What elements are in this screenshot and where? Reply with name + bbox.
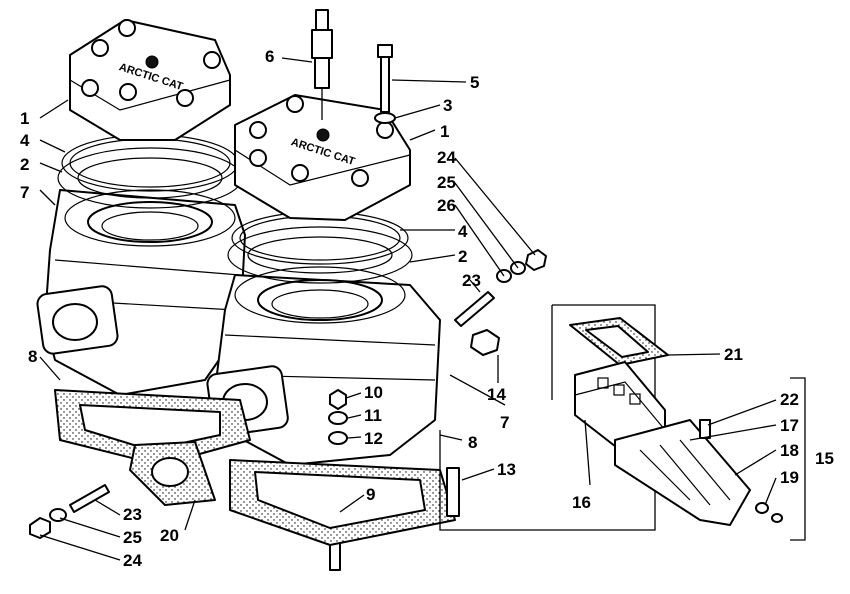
callout-17: 17 [780,416,799,435]
callout-7-left: 7 [20,183,29,202]
callout-1-left-head: 1 [20,109,29,128]
callout-4-right: 4 [458,222,468,241]
nut-14 [470,329,500,356]
callout-21: 21 [724,345,743,364]
callout-4-left: 4 [20,131,30,150]
callout-20: 20 [160,526,179,545]
callout-23-lower: 23 [123,505,142,524]
callout-2-right: 2 [458,247,467,266]
nut-washer-stack-middle [328,389,348,445]
callout-25-lower: 25 [123,528,142,547]
reed-washer-screw [755,502,783,523]
cylinder-head-right [234,94,411,221]
reed-gasket [569,317,669,366]
nut-washer-set-upper [496,249,547,283]
callout-16: 16 [572,493,591,512]
callout-25-upper: 25 [437,173,456,192]
callout-8-left: 8 [28,347,37,366]
callout-24-upper: 24 [437,148,456,167]
callout-3: 3 [443,96,452,115]
exhaust-gasket [129,441,216,506]
spark-plug [311,9,333,120]
callout-22: 22 [780,390,799,409]
callout-15: 15 [815,449,834,468]
callout-24-lower: 24 [123,551,142,570]
callout-11: 11 [364,406,382,425]
callout-14: 14 [487,385,506,404]
leader-lines [39,57,777,561]
reed-petals [614,419,751,526]
callout-12: 12 [364,429,383,448]
callout-labels: 1 4 2 7 8 6 5 3 1 24 25 26 4 2 23 10 11 … [20,47,834,570]
head-gasket-right [227,211,413,284]
callout-1-right-head: 1 [440,122,449,141]
callout-8-right: 8 [468,433,477,452]
stud-nut-lower-left [29,484,110,539]
callout-7-right: 7 [500,413,509,432]
group-15-bracket [790,377,806,541]
callout-18: 18 [780,441,799,460]
callout-5: 5 [470,73,479,92]
cylinder-head-left [69,19,231,141]
reed-screw [699,419,711,439]
cylinder-right [206,266,441,466]
base-gasket-right [229,459,456,546]
callout-13: 13 [497,460,516,479]
callout-26: 26 [437,196,456,215]
callout-10: 10 [364,383,383,402]
stud-13 [446,467,460,517]
callout-2-left: 2 [20,155,29,174]
callout-9: 9 [366,485,375,504]
base-gasket-left [54,389,251,466]
cylinder-left [36,189,246,396]
head-gasket-left [57,134,243,209]
callout-19: 19 [780,468,799,487]
stud-upper [454,291,495,327]
callout-23-upper: 23 [462,271,481,290]
callout-6: 6 [265,47,274,66]
